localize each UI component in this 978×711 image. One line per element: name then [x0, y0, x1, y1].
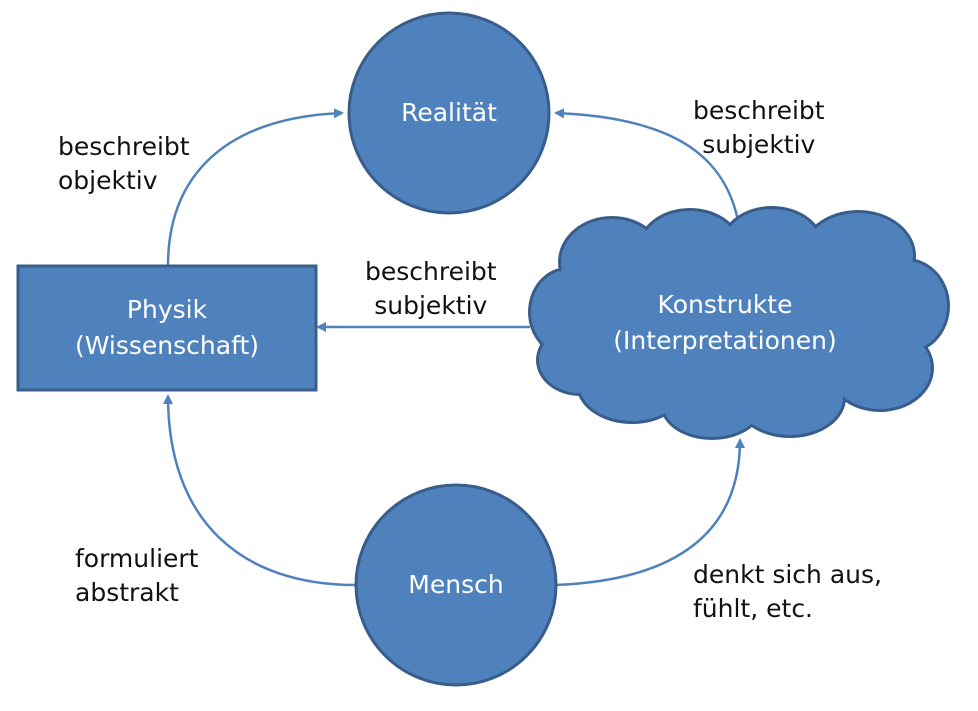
edge-label-mensch-to-konstrukte: denkt sich aus, fühlt, etc.: [693, 558, 882, 626]
edge-label-physik-to-realitaet: beschreibt objektiv: [58, 130, 190, 198]
node-konstrukte-text-line2: (Interpretationen): [613, 326, 837, 355]
edge-label-line: objektiv: [58, 166, 158, 195]
edge-mensch-to-konstrukte: [555, 438, 745, 587]
edge-label-line: denkt sich aus,: [693, 560, 882, 589]
edge-label-konstrukte-to-realitaet: beschreibt subjektiv: [693, 94, 825, 162]
edge-mensch-to-physik: [163, 394, 357, 587]
node-konstrukte-label: Konstrukte (Interpretationen): [575, 287, 875, 359]
edge-label-line: beschreibt: [693, 96, 825, 125]
edge-label-line: subjektiv: [374, 291, 488, 320]
node-konstrukte-shape: [528, 206, 950, 440]
edge-label-line: formuliert: [75, 544, 199, 573]
edge-label-konstrukte-to-physik: beschreibt subjektiv: [365, 255, 497, 323]
node-realitaet-shape: [347, 11, 551, 215]
edge-label-line: subjektiv: [702, 130, 816, 159]
node-mensch-label: Mensch: [356, 567, 556, 603]
node-mensch-text: Mensch: [408, 570, 504, 599]
node-physik-label: Physik (Wissenschaft): [18, 292, 316, 364]
node-physik-text-line1: Physik: [126, 295, 208, 324]
node-konstrukte-text-line1: Konstrukte: [657, 290, 793, 319]
edge-label-line: beschreibt: [365, 257, 497, 286]
edge-label-line: beschreibt: [58, 132, 190, 161]
edge-label-line: fühlt, etc.: [693, 594, 814, 623]
node-realitaet-label: Realität: [349, 95, 549, 131]
edge-physik-to-realitaet: [166, 108, 344, 267]
edge-label-mensch-to-physik: formuliert abstrakt: [75, 542, 199, 610]
node-mensch-shape: [354, 483, 558, 687]
node-realitaet-text: Realität: [401, 98, 497, 127]
node-physik-text-line2: (Wissenschaft): [75, 331, 259, 360]
edge-label-line: abstrakt: [75, 578, 179, 607]
edge-konstrukte-to-realitaet: [554, 108, 742, 233]
node-physik-shape: [16, 264, 318, 392]
